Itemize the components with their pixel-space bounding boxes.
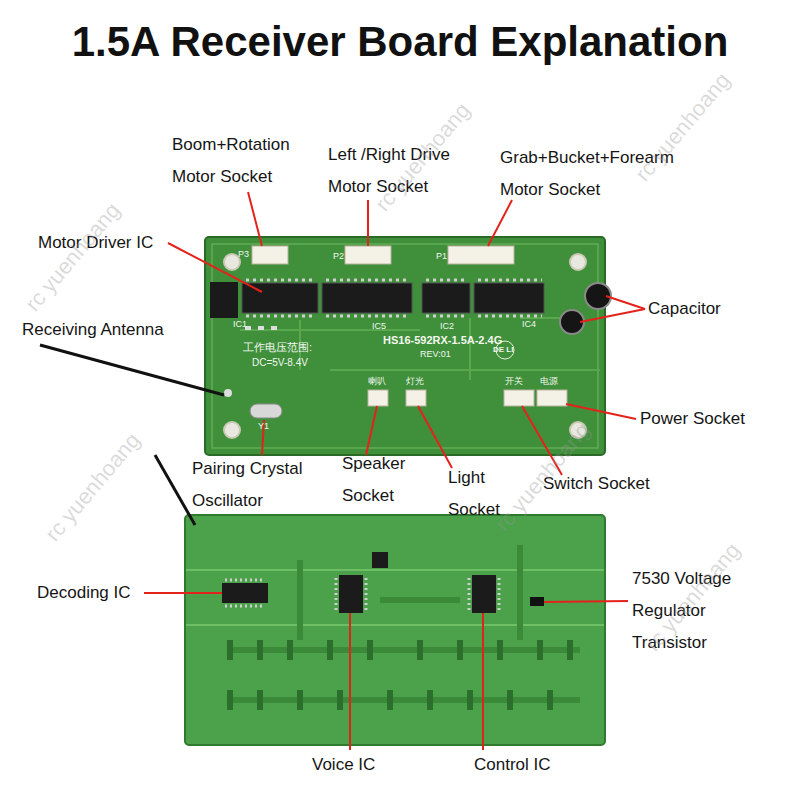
leader-line [144,592,222,594]
regulator-transistor [530,597,544,606]
leader-line [349,613,351,750]
silkscreen-text: 电源 [540,376,558,387]
ic-pins [336,578,499,610]
pcb-trace [212,244,598,448]
callout-label: Boom+Rotation Motor Socket [172,129,322,193]
socket [504,390,534,406]
leader-line [248,192,262,246]
leader-line [544,601,628,602]
ic-chip [322,283,412,313]
title: 1.5A Receiver Board Explanation [0,16,800,68]
mounting-hole [570,254,586,270]
ic-chip [474,283,544,313]
leader-lines [144,192,645,750]
silkscreen-text: P3 [238,249,249,260]
solder-pad [230,640,570,710]
leader-line [580,296,645,322]
callout-label: Speaker Socket [342,448,422,512]
pcb-board [205,237,605,455]
diode [210,282,238,318]
solder-pad [245,326,277,330]
silkscreen-text: DC=5V-8.4V [252,357,308,369]
silkscreen-text: P2 [333,251,344,262]
ic-chip [372,552,388,568]
leader-line [566,404,636,419]
leader-line [488,200,512,246]
pcb-trace [240,318,600,380]
antenna-pad [224,389,232,397]
watermark: rc yuenhoang [20,198,126,317]
socket [537,390,567,406]
socket [252,246,288,264]
ic-chip [339,575,363,613]
silkscreen-text: 工作电压范围: [243,341,312,354]
watermark: rc yuenhoang [40,428,146,547]
silkscreen-text: 喇叭 [368,376,386,387]
mounting-hole [224,254,240,270]
callout-label: Pairing Crystal Oscillator [192,453,342,517]
callout-label: Capacitor [648,296,721,322]
antenna-wire [155,455,195,525]
socket [406,390,426,406]
leader-line [168,243,262,292]
callout-label: Control IC [474,752,551,778]
silkscreen-text: IC2 [440,321,454,332]
pcb-trace [230,545,580,700]
silkscreen-text: HS16-592RX-1.5A-2.4G [383,334,502,347]
ic-chip [422,283,470,313]
socket [448,246,514,264]
ic-pins [246,280,542,316]
callout-label: Power Socket [640,406,745,432]
leader-line [367,200,369,246]
silkscreen-text: 开关 [505,376,523,387]
socket [345,246,391,264]
silkscreen-text: 灯光 [406,376,424,387]
watermark: rc yuenhoang [630,68,736,187]
callout-label: Voice IC [312,752,375,778]
silkscreen-text: P1 [436,251,447,262]
silkscreen-text: REV:01 [420,349,451,360]
crystal-oscillator [250,404,282,418]
silkscreen-text: Y1 [258,421,269,432]
leader-line [418,406,452,468]
ic-pins [225,580,265,606]
silkscreen-text: IC1 [233,319,247,330]
silkscreen-text: IC4 [522,319,536,330]
leader-line [366,406,377,455]
ic-chip [472,575,496,613]
antenna-wire [40,345,224,395]
leader-line [482,613,484,750]
pcb-board [185,515,605,745]
socket [368,390,388,406]
silkscreen-text: IC5 [372,321,386,332]
silkscreen-logo: DE LI [493,345,513,355]
callout-label: Decoding IC [37,580,131,606]
mounting-hole [224,422,240,438]
callout-label: Receiving Antenna [22,317,164,343]
ic-chip [222,583,268,603]
